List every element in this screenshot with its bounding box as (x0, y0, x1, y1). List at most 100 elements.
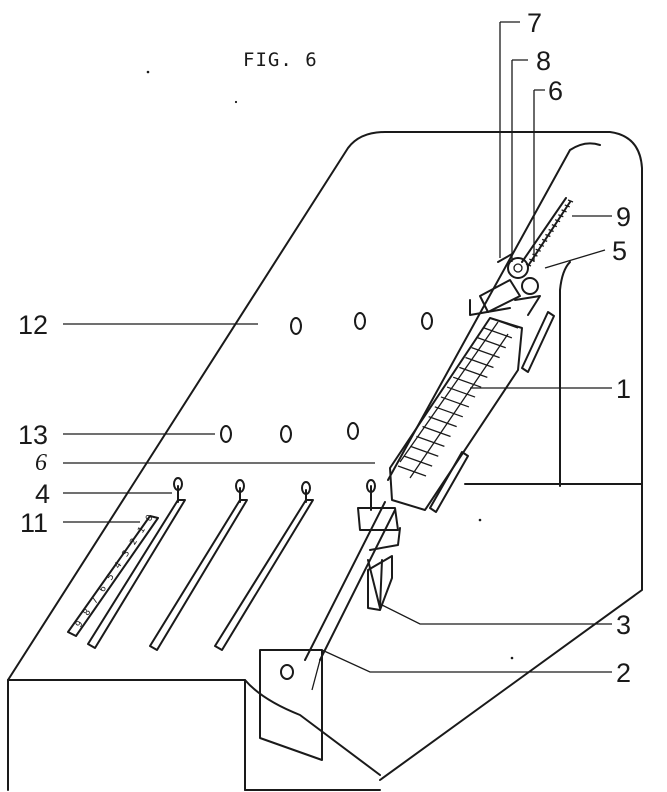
leader-7 (499, 21, 520, 258)
hole-13-b (280, 425, 292, 443)
counter-rib (428, 416, 457, 428)
toothed-rack (521, 197, 574, 267)
label-9: 9 (616, 202, 631, 232)
gear-support (469, 299, 511, 316)
rack-tooth (558, 214, 564, 218)
counter-rib (403, 455, 433, 467)
counter-rib (446, 386, 476, 398)
hole-12-c (421, 312, 433, 330)
gear-small (521, 277, 539, 295)
carriage-top (357, 507, 399, 531)
rack-tooth (551, 224, 558, 228)
label-5: 5 (612, 236, 627, 266)
leader-3 (379, 603, 612, 625)
label-1: 1 (616, 374, 631, 404)
label-11: 11 (20, 508, 48, 538)
machine-body (7, 131, 643, 791)
label-6a: 6 (548, 76, 563, 106)
rack-tooth (545, 233, 551, 238)
slider-knob-1 (173, 477, 183, 491)
reference-numerals: 12 13 6 4 11 1 3 2 7 8 6 9 5 (18, 8, 631, 688)
rack-tooth (535, 248, 541, 252)
counter-rib (483, 327, 513, 339)
counter-rib (440, 396, 470, 408)
leader-6a (533, 89, 545, 262)
counter-rib (489, 317, 519, 329)
scale-digit: 9 (74, 619, 86, 629)
hole-row-12 (290, 312, 433, 335)
hole-12-b (354, 312, 366, 330)
front-plate-outline (259, 649, 323, 761)
counter-rib (410, 445, 439, 457)
side-panel-outline (367, 555, 393, 611)
carriage-tab (367, 559, 383, 609)
label-2: 2 (616, 658, 631, 688)
hole-row-13 (220, 422, 359, 443)
counter-rib (465, 356, 494, 369)
slider-slot-2 (149, 499, 248, 651)
slider-slot-1 (87, 499, 186, 649)
scan-specks (146, 70, 514, 660)
scale-digit: 2 (129, 537, 141, 547)
counter-rib (434, 406, 464, 418)
slider-knob-3 (301, 481, 311, 495)
counter-rib (422, 425, 451, 438)
rack-tooth (561, 209, 567, 213)
label-4: 4 (35, 479, 50, 509)
scale-digit: 0 (144, 513, 156, 523)
rail-line-a (304, 501, 386, 661)
scale-digit: 3 (121, 549, 133, 559)
plate-hole (280, 664, 294, 680)
counter-rib (471, 346, 500, 359)
counter-line-2 (409, 333, 509, 479)
leader-8 (511, 59, 528, 262)
wall-slot-upper (521, 311, 555, 373)
slider-slots (87, 477, 314, 651)
counter-rib (477, 337, 506, 349)
figure-title: FIG. 6 (243, 49, 318, 71)
top-face-outline (7, 131, 643, 681)
rack-line-a (521, 197, 567, 263)
rack-tooth (525, 263, 532, 267)
rail-line-c (311, 659, 321, 691)
counter-rib (459, 366, 488, 378)
slider-knob-2 (235, 479, 245, 493)
rack-tooth (548, 228, 554, 233)
scale-digit: 4 (113, 560, 125, 570)
rack-tooth (532, 253, 538, 257)
label-7: 7 (527, 8, 542, 38)
rack-tooth (564, 204, 571, 208)
slider-slot-3 (214, 499, 314, 651)
label-12: 12 (18, 310, 48, 340)
counter-ribs (397, 317, 519, 477)
carriage-side (369, 527, 401, 551)
rail-line-b (319, 509, 396, 661)
carriage-knob (366, 479, 376, 493)
gear-large-hub (513, 263, 523, 273)
wall-slots (429, 311, 555, 513)
front-plate (259, 649, 323, 761)
counter-rib (452, 376, 482, 388)
hole-13-c (347, 422, 359, 440)
side-panel (367, 555, 393, 611)
scale-strip-outline (67, 515, 159, 637)
gear-large (507, 257, 529, 279)
label-13: 13 (18, 420, 48, 450)
scale-digit: 8 (82, 607, 94, 617)
gear-arm (514, 295, 541, 316)
front-lower-edge (244, 679, 381, 776)
scale-digit: 6 (97, 584, 109, 594)
label-6b: 6 (35, 450, 47, 476)
rack-tooth (567, 199, 574, 203)
right-lower-edge (379, 483, 643, 781)
counter-line-1 (399, 321, 499, 463)
scale-digit: 1 (136, 525, 148, 535)
hole-12-a (290, 317, 302, 335)
counter-rib (416, 435, 445, 448)
wall-slot-lower (429, 451, 469, 513)
label-3: 3 (616, 610, 631, 640)
leader-5 (544, 249, 606, 269)
